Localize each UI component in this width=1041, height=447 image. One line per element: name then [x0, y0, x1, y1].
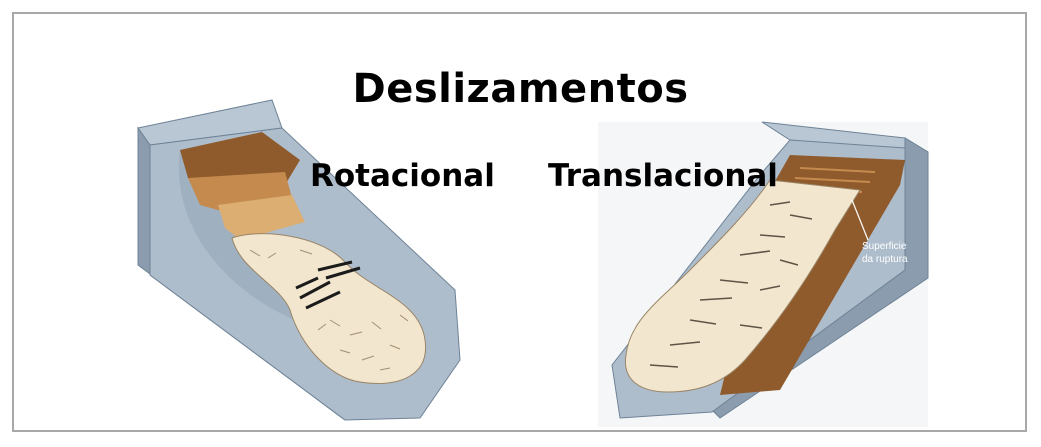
right-debris-texture: [649, 201, 813, 368]
rotational-slide-block: [137, 99, 461, 421]
left-debris-texture: [249, 249, 409, 371]
translational-label: Translacional: [548, 158, 778, 194]
rotational-label: Rotacional: [310, 158, 495, 194]
left-debris: [231, 233, 427, 384]
annotation-pointer: [851, 199, 869, 241]
rupture-surface-annotation: Superficie da ruptura: [862, 240, 908, 266]
annotation-line-2: da ruptura: [862, 254, 908, 265]
right-debris: [624, 179, 861, 393]
left-soil-rotated-block-2: [218, 195, 305, 240]
diagram-title: Deslizamentos: [352, 66, 689, 112]
annotation-line-1: Superficie: [862, 241, 907, 252]
translational-slide-block: [598, 121, 929, 427]
left-cracks: [295, 260, 361, 310]
